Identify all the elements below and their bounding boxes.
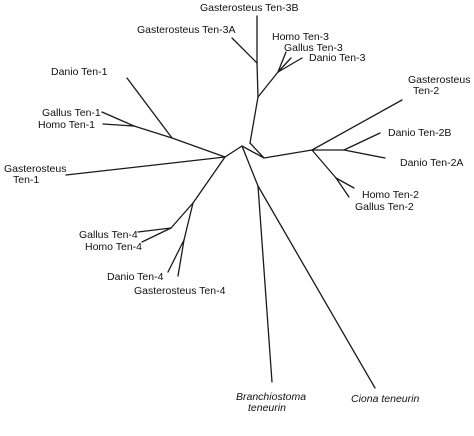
branch-ten3-stem <box>249 96 259 144</box>
leaf-gasterosteus-ten1-line1: Gasterosteus <box>4 163 66 175</box>
leaf-danio-ten2b: Danio Ten-2B <box>388 127 451 139</box>
leaf-gallus-ten2: Gallus Ten-2 <box>355 201 414 213</box>
leaf-ciona-teneurin: Ciona teneurin <box>351 393 419 405</box>
branch-homo-ten2 <box>335 177 355 189</box>
leaf-homo-ten4: Homo Ten-4 <box>85 241 142 253</box>
branch-danio-ten1 <box>126 77 173 139</box>
branch-ciona <box>257 185 376 389</box>
branch-ten2-stem <box>263 149 313 159</box>
branch-gasterosteus-ten2 <box>311 99 403 151</box>
branch-center <box>224 142 265 159</box>
leaf-gallus-ten4: Gallus Ten-4 <box>79 229 138 241</box>
branch-ten4-stem <box>192 156 226 204</box>
leaf-danio-ten2a: Danio Ten-2A <box>400 157 463 169</box>
branch-homo-ten1 <box>102 123 135 127</box>
branch-tetrapod-ten3 <box>257 71 279 98</box>
branch-danio-ten3 <box>277 57 303 73</box>
leaf-gasterosteus-ten4: Gasterosteus Ten-4 <box>134 285 226 297</box>
tree-leaf-labels: Gasterosteus Ten-3B Gasterosteus Ten-3A … <box>4 2 470 414</box>
leaf-gallus-ten1: Gallus Ten-1 <box>42 107 101 119</box>
leaf-danio-ten1: Danio Ten-1 <box>51 66 108 78</box>
branch-ten3-split <box>256 62 259 98</box>
leaf-gasterosteus-ten1-line2: Ten-1 <box>13 174 39 186</box>
branch-gallus-ten2 <box>335 177 350 198</box>
leaf-gasterosteus-ten2-line1: Gasterosteus <box>408 74 470 86</box>
branch-tetrapod-ten1 <box>133 125 173 139</box>
tree-branches <box>65 15 403 389</box>
branch-danio-ten2a <box>343 149 386 159</box>
leaf-gasterosteus-ten2-line2: Ten-2 <box>413 85 439 97</box>
leaf-homo-ten3: Homo Ten-3 <box>272 31 329 43</box>
leaf-danio-ten4: Danio Ten-4 <box>107 271 164 283</box>
leaf-danio-ten3: Danio Ten-3 <box>309 52 366 64</box>
branch-outgroup-stem <box>241 145 259 187</box>
branch-danio-ten4 <box>167 239 185 273</box>
branch-homo-ten3 <box>277 51 287 73</box>
branch-gasterosteus-ten4 <box>177 239 185 277</box>
branch-gallus-ten4 <box>137 227 172 233</box>
leaf-branchiostoma-line2: teneurin <box>248 402 286 414</box>
leaf-gasterosteus-ten3b: Gasterosteus Ten-3B <box>200 2 298 14</box>
leaf-branchiostoma-line1: Branchiostoma <box>236 391 306 403</box>
leaf-homo-ten1: Homo Ten-1 <box>38 119 95 131</box>
branch-gasterosteus-ten1 <box>65 156 226 176</box>
leaf-gasterosteus-ten3a: Gasterosteus Ten-3A <box>137 24 235 36</box>
branch-gasterosteus-ten3a <box>231 37 258 64</box>
branch-ten4-split <box>183 202 194 241</box>
branch-tetrapod-ten4 <box>170 202 194 229</box>
branch-gallus-ten3 <box>277 57 292 73</box>
branch-tetrapod-ten2 <box>311 149 337 179</box>
branch-ten1-stem <box>171 137 226 158</box>
branch-branchiostoma <box>257 185 273 383</box>
branch-homo-ten4 <box>141 227 172 243</box>
leaf-gallus-ten3: Gallus Ten-3 <box>284 42 343 54</box>
leaf-homo-ten2: Homo Ten-2 <box>362 189 419 201</box>
branch-danio-ten2b <box>343 132 381 151</box>
branch-gallus-ten1 <box>101 111 135 127</box>
